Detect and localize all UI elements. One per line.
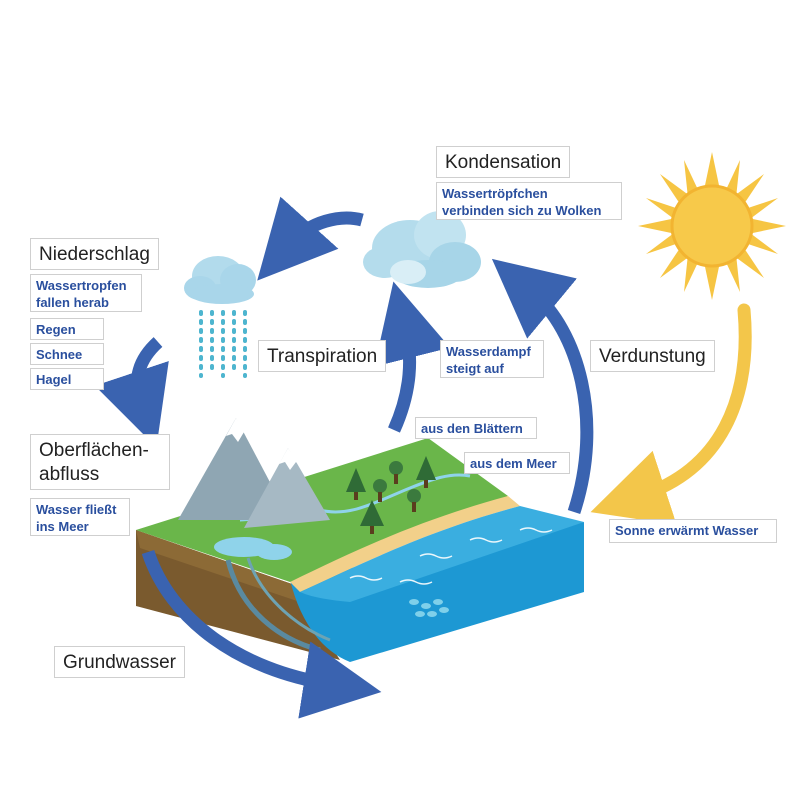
groundwater-arrow — [141, 549, 382, 719]
note-oberflaechenabfluss: Wasser fließt ins Meer — [30, 498, 130, 536]
mountain-icon — [178, 418, 330, 528]
tree-icon — [346, 456, 436, 534]
note-wasserdampf-line-2: steigt auf — [446, 361, 504, 376]
label-niederschlag: Niederschlag — [30, 238, 159, 270]
label-oberflaechenabfluss: Oberflächen- abfluss — [30, 434, 170, 490]
note-niederschlag-line-2: fallen herab — [36, 295, 109, 310]
label-oberflaechenabfluss-line-2: abfluss — [39, 464, 100, 485]
sun-icon — [638, 152, 786, 300]
cloud-icon — [363, 211, 481, 288]
label-oberflaechenabfluss-line-1: Oberflächen- — [39, 440, 149, 461]
label-verdunstung: Verdunstung — [590, 340, 715, 372]
label-kondensation: Kondensation — [436, 146, 571, 178]
note-aus-den-blaettern: aus den Blättern — [415, 417, 537, 439]
note-wasserdampf: Wasserdampf steigt auf — [440, 340, 544, 378]
transpiration-arrow — [374, 281, 451, 433]
cloud-transport-arrow — [257, 196, 364, 281]
rain-cloud-icon — [184, 256, 256, 304]
note-schnee: Schnee — [30, 343, 104, 365]
sun-warming-arrow — [590, 303, 752, 526]
label-transpiration: Transpiration — [258, 340, 387, 372]
fish-icon — [409, 599, 449, 617]
note-regen: Regen — [30, 318, 104, 340]
precipitation-arrow — [94, 337, 169, 448]
note-sonne: Sonne erwärmt Wasser — [609, 519, 777, 543]
note-oberflaechenabfluss-line-2: ins Meer — [36, 519, 89, 534]
note-oberflaechenabfluss-line-1: Wasser fließt — [36, 502, 117, 517]
rain-icon — [199, 310, 247, 378]
label-grundwasser: Grundwasser — [54, 646, 185, 678]
note-kondensation: Wassertröpfchen verbinden sich zu Wolken — [436, 182, 622, 220]
note-kondensation-line-1: Wassertröpfchen — [442, 186, 548, 201]
note-niederschlag: Wassertropfen fallen herab — [30, 274, 142, 312]
evaporation-arrow — [491, 258, 594, 515]
note-hagel: Hagel — [30, 368, 104, 390]
note-kondensation-line-2: verbinden sich zu Wolken — [442, 203, 602, 218]
note-niederschlag-line-1: Wassertropfen — [36, 278, 127, 293]
note-wasserdampf-line-1: Wasserdampf — [446, 344, 531, 359]
note-aus-dem-meer: aus dem Meer — [464, 452, 570, 474]
